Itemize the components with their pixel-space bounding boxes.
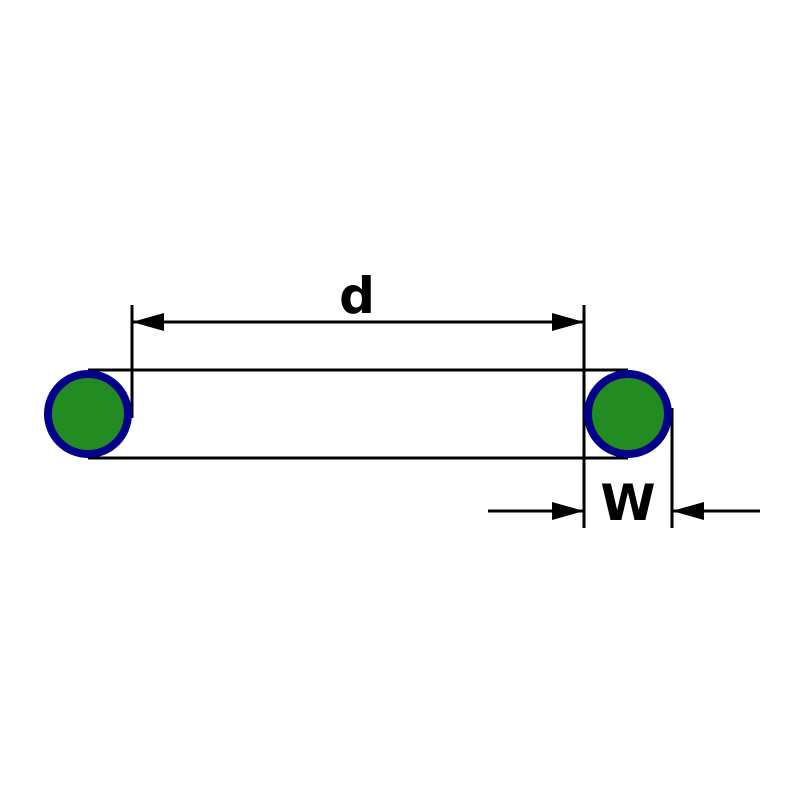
dimension-label-w: W [600,474,655,532]
d-arrowhead-left-icon [132,313,164,331]
w-arrowhead-right-icon [672,502,704,520]
d-arrowhead-right-icon [552,313,584,331]
dimension-label-d: d [339,267,375,325]
oring-left-cross-section [44,370,132,458]
oring-right-cross-section [584,370,672,458]
w-arrowhead-left-icon [552,502,584,520]
